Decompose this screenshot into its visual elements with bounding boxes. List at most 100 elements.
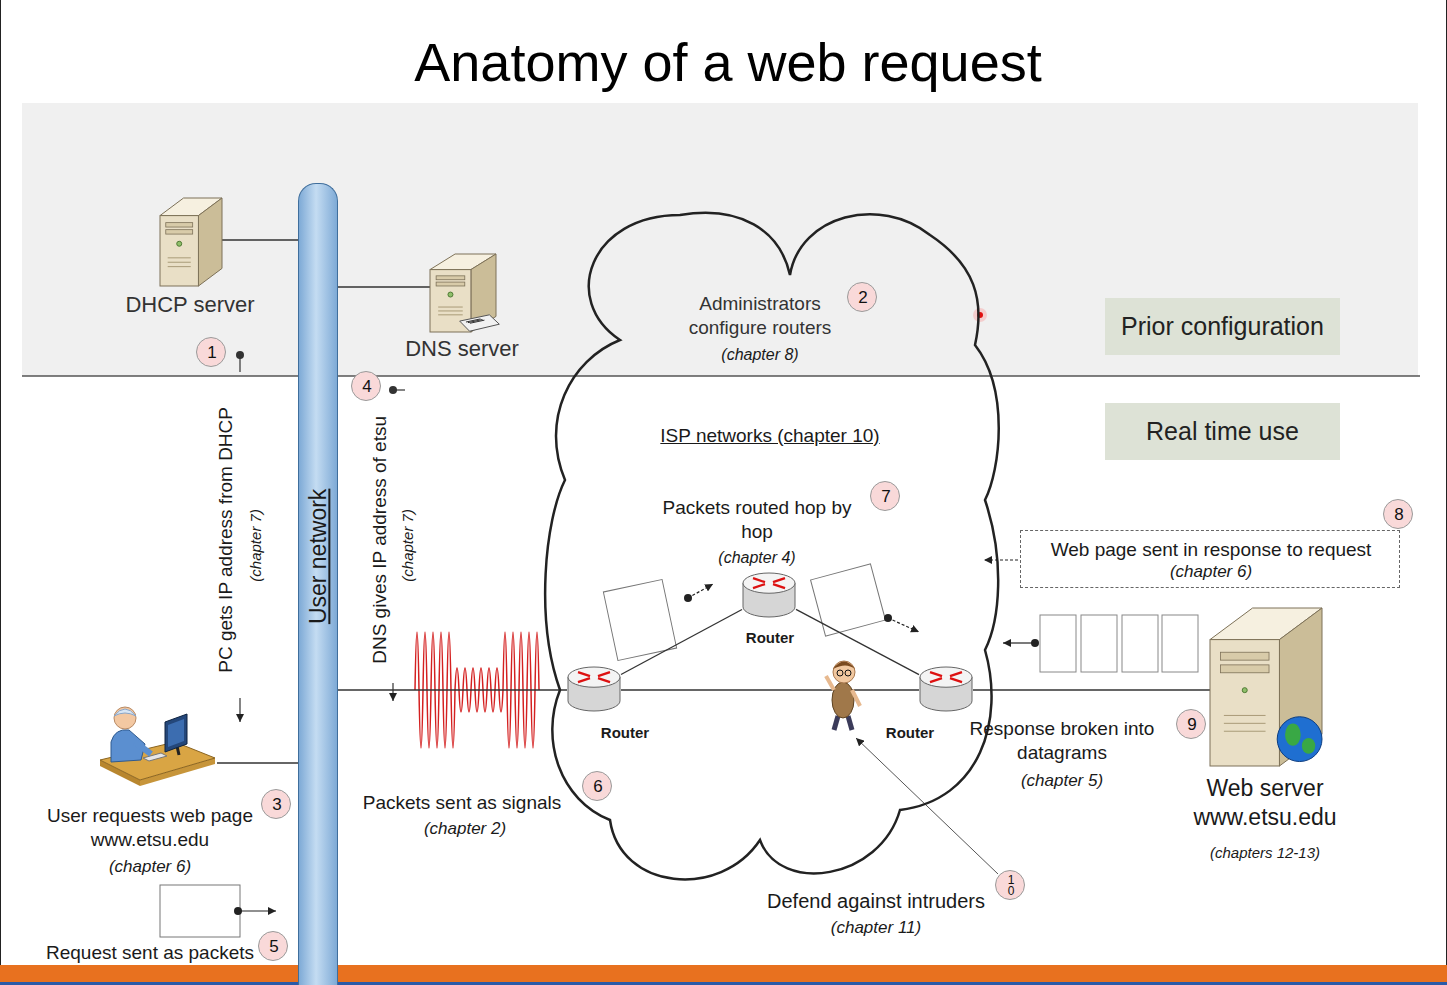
dhcp-server-icon: DHCP server <box>160 198 222 286</box>
callout-badge: 5 <box>258 931 288 961</box>
chapter-ref: (chapter 2) <box>424 818 506 839</box>
chapter-ref: (chapters 12-13) <box>1210 844 1320 863</box>
node-label: Web page sent in response to request <box>1051 538 1372 562</box>
leader-arrow <box>1003 642 1035 643</box>
intruder-arm <box>826 676 834 690</box>
dns-server-icon-art <box>430 254 496 332</box>
datagram-box <box>1040 615 1076 672</box>
callout-badge: 10 <box>995 870 1025 900</box>
router-icon-art <box>742 572 796 618</box>
callout-badge: 3 <box>261 789 291 819</box>
intruder-head <box>833 661 855 683</box>
connector-line <box>338 689 567 690</box>
connector-line <box>222 239 298 240</box>
node-label: Administrators configure routers <box>668 292 853 340</box>
leader-arrow <box>392 683 393 701</box>
web-server-icon-art <box>1210 608 1322 766</box>
leader-arrow <box>984 559 1018 560</box>
node-label: User network <box>305 488 334 623</box>
annotation: Request sent as packets <box>43 941 257 965</box>
callout-number: 8 <box>1394 504 1403 525</box>
leader-arrow <box>239 698 240 722</box>
frame-line <box>0 0 1 965</box>
node-label: Router <box>746 629 794 648</box>
pointer-glow <box>973 308 987 322</box>
node-label: Prior configuration <box>1121 311 1324 342</box>
router-icon: Router <box>742 572 796 618</box>
footer-line <box>0 982 1447 985</box>
intruder-figure <box>826 661 860 730</box>
callout-badge: 8 <box>1383 499 1413 529</box>
dhcp-server-icon-art <box>160 198 222 286</box>
node-label: ISP networks (chapter 10) <box>660 424 879 448</box>
node-label: DHCP server <box>125 291 254 319</box>
leader-arrow <box>238 910 276 911</box>
intruder-body <box>832 682 854 718</box>
chapter-ref: (chapter 6) <box>109 856 191 877</box>
node-label: Router <box>601 724 649 743</box>
connector-line <box>217 762 298 763</box>
user-network-bar: User network <box>298 183 338 985</box>
node-label: Real time use <box>1146 416 1299 447</box>
leader-arrow <box>888 618 919 632</box>
phase-label: Prior configuration <box>1105 298 1340 355</box>
chapter-ref: (chapter 5) <box>1021 770 1103 791</box>
callout-badge: 4 <box>351 371 381 401</box>
connector-line <box>973 689 1210 690</box>
intruder-glasses <box>837 670 843 676</box>
callout-number: 6 <box>593 776 602 797</box>
datagram-box <box>1122 615 1158 672</box>
packet-box <box>160 885 240 937</box>
datagram-box <box>1081 615 1117 672</box>
chapter-ref: (chapter 7) <box>399 509 418 582</box>
connector-line <box>338 286 430 287</box>
phase-label: Real time use <box>1105 403 1340 460</box>
callout-number: 1 <box>207 342 216 363</box>
datagram-box <box>1162 615 1198 672</box>
callout-badge: 6 <box>582 771 612 801</box>
intruder-leg <box>834 716 838 730</box>
node-label: Router <box>886 724 934 743</box>
callout-number: 7 <box>881 486 890 507</box>
user-pc-icon-art <box>95 700 217 792</box>
response-note: Web page sent in response to request(cha… <box>1020 530 1400 588</box>
chapter-ref: (chapter 6) <box>1170 561 1252 582</box>
callout-badge: 7 <box>870 481 900 511</box>
intruder-arm <box>852 690 860 706</box>
callout-number: 10 <box>1008 875 1015 898</box>
callout-number: 9 <box>1187 714 1196 735</box>
router-icon: Router <box>919 666 973 712</box>
annotation: DNS gives IP address of etsu <box>368 416 392 664</box>
leader-line <box>393 389 405 390</box>
connector-line <box>621 689 919 690</box>
chapter-ref: (chapter 7) <box>247 509 266 582</box>
leader-line <box>239 355 240 372</box>
node-label: User requests web page www.etsu.edu <box>28 804 273 852</box>
title: Anatomy of a web request <box>414 29 1041 97</box>
leader-arrow <box>688 584 713 598</box>
user-pc-icon: User requests web page www.etsu.edu(chap… <box>95 700 217 792</box>
callout-number: 3 <box>272 794 281 815</box>
packet-box <box>811 564 886 636</box>
router-icon: Router <box>567 666 621 712</box>
intruder-glasses <box>845 670 851 676</box>
annotation: Packets sent as signals <box>363 791 562 815</box>
callout-number: 5 <box>269 936 278 957</box>
chapter-ref: (chapter 11) <box>831 917 921 938</box>
chapter-ref: (chapter 8) <box>721 345 798 365</box>
footer-bar <box>0 965 1447 982</box>
callout-badge: 9 <box>1176 709 1206 739</box>
prior-panel <box>22 103 1418 376</box>
router-icon-art <box>567 666 621 712</box>
callout-number: 4 <box>362 376 371 397</box>
annotation: Defend against intruders <box>767 889 985 914</box>
isp-cloud: Administrators configure routers (chapter… <box>540 195 1000 900</box>
node-label: DNS server <box>405 335 519 363</box>
router-icon-art <box>919 666 973 712</box>
intruder-hair <box>833 662 855 670</box>
cloud-outline <box>545 213 999 880</box>
web-server-icon: Web server www.etsu.edu(chapters 12-13) <box>1210 608 1322 766</box>
packet-box <box>603 580 676 661</box>
